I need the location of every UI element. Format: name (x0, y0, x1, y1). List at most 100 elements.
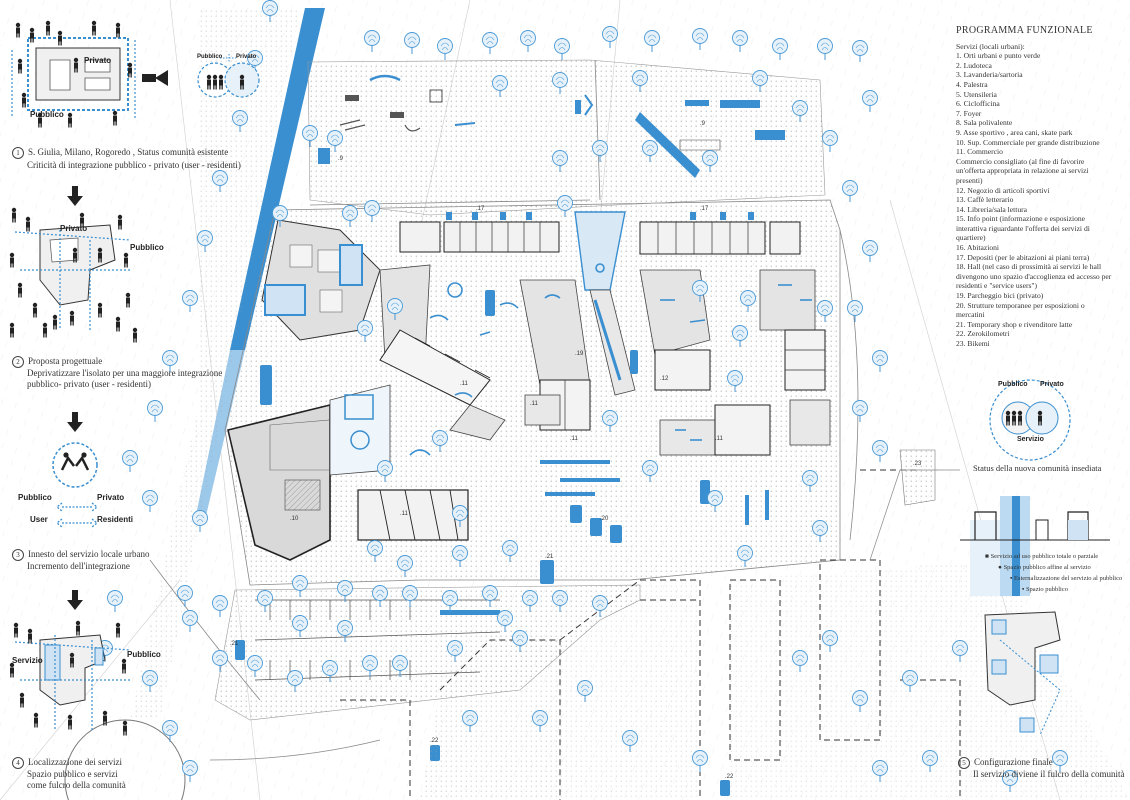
label-privato-5: Privato (1040, 381, 1064, 388)
plan-number-label: .17 (700, 206, 709, 212)
program-item: 2. Ludoteca (956, 60, 992, 70)
step-1-subtitle: Criticità di integrazione pubblico - pri… (27, 160, 241, 170)
status-section-diagram (960, 496, 1110, 596)
program-item: 3. Lavanderia/sartoria (956, 70, 1023, 80)
south-housing-row (357, 489, 469, 541)
legend-item-3: ▪ Esternalizzazione del servizio al pubb… (1010, 575, 1123, 582)
plan-number-label: .22 (430, 738, 439, 744)
label-privato-circle: Privato (236, 54, 257, 60)
bikemi-area (869, 449, 960, 561)
label-pubblico-1: Pubblico (30, 110, 64, 119)
plan-number-label: .12 (660, 376, 669, 382)
label-pubblico-2: Pubblico (130, 243, 164, 252)
program-item: 5. Utensileria (956, 89, 997, 99)
north-housing-row-east (639, 212, 801, 255)
flow-arrows (67, 186, 83, 610)
program-item: 11. Commercio (956, 147, 1003, 157)
legend-item-1-text: Servizio ad uso pubblico totale o parzia… (990, 553, 1099, 560)
program-item: 1. Orti urbani e punto verde (956, 51, 1041, 61)
step-2-title-text: Proposta progettuale (28, 356, 103, 367)
program-item: 13. Caffè letterario (956, 195, 1014, 205)
label-pubblico-5: Pubblico (998, 381, 1028, 388)
program-item: quartiere) (956, 233, 986, 243)
plan-number-label: .20 (600, 516, 609, 522)
program-item: 8. Sala polivalente (956, 118, 1013, 128)
program-item: 19. Parcheggio bici (privato) (956, 291, 1044, 301)
label-servizio-4: Servizio (12, 656, 43, 665)
legend-item-2: ● Spazio pubblico affine al servizio (998, 564, 1091, 571)
program-item: mercatini (956, 310, 985, 320)
pubblico-privato-circles (197, 54, 260, 98)
mid-buildings (379, 264, 831, 456)
step-2-number: 2 (12, 356, 24, 368)
plan-number-label: .11 (400, 511, 409, 517)
label-pubblico-3: Pubblico (18, 493, 52, 502)
program-item: 22. Zerokilometri (956, 329, 1010, 339)
program-item: 17. Depositi (per le abitazioni ai piani… (956, 252, 1090, 262)
legend-item-4: ▪ Spazio pubblico (1022, 586, 1069, 593)
step-3-number: 3 (12, 549, 24, 561)
label-pubblico-circle: Pubblico (197, 54, 223, 60)
step-1-title: 1 S. Giulia, Milano, Rogoredo , Status co… (12, 147, 228, 159)
plaza-furniture (409, 263, 812, 456)
step-5-title-text: Configurazione finale (974, 757, 1053, 768)
program-item: 10. Sup. Commerciale per grande distribu… (956, 137, 1100, 147)
plan-number-label: .17 (476, 206, 485, 212)
program-item: Servizi (locali urbani): (956, 41, 1025, 51)
servizio-venn (989, 379, 1071, 461)
plan-numbers: .9.9.17.17.19.11.11.12.11.11.10.11.20.21… (230, 121, 922, 780)
plan-number-label: .11 (460, 381, 469, 387)
step-2-subtitle-line1: Deprivatizzare l'isolato per una maggior… (27, 368, 223, 378)
step-2-subtitle-line2: pubblico- privato (user - residenti) (27, 379, 151, 389)
step-5-subtitle: Il servizio diviene il fulcro della comu… (973, 769, 1125, 779)
step-3-title-text: Innesto del servizio locale urbano (28, 549, 150, 560)
plan-number-label: .22 (725, 774, 734, 780)
step-1-number: 1 (12, 147, 24, 159)
program-list: Servizi (locali urbani):1. Orti urbani e… (956, 42, 1124, 349)
program-item: 6. Ciclofficina (956, 99, 1000, 109)
program-item: 21. Temporary shop e rivenditore latte (956, 319, 1073, 329)
diagram-4 (9, 620, 131, 736)
program-item: presenti) (956, 175, 983, 185)
diagram-3 (52, 442, 99, 528)
label-pubblico-4: Pubblico (127, 650, 161, 659)
step-5-number: 5 (958, 757, 970, 769)
legend-item-4-text: Spazio pubblico (1025, 586, 1069, 593)
central-wedge-building (574, 211, 636, 396)
step-5-title: 5 Configurazione finale (958, 757, 1053, 769)
program-item: 23. Bikemi (956, 339, 990, 348)
diagram-1 (11, 20, 168, 128)
program-item: 4. Palestra (956, 79, 988, 89)
north-housing-row-west (399, 212, 560, 253)
northwest-block (261, 219, 381, 341)
plan-number-label: .10 (290, 516, 299, 522)
plan-number-label: .9 (338, 156, 344, 162)
program-panel: PROGRAMMA FUNZIONALE Servizi (locali urb… (956, 26, 1124, 349)
program-item: residenti e "service users") (956, 281, 1038, 291)
program-item: 7. Foyer (956, 108, 982, 118)
diagram-5 (984, 611, 1061, 736)
plan-number-label: .23 (913, 461, 922, 467)
plan-number-label: .11 (570, 436, 579, 442)
step-4-title-text: Localizzazione dei servizi (28, 757, 122, 768)
plan-number-label: .21 (545, 554, 554, 560)
left-commercial-building (227, 384, 391, 561)
step-1-title-text: S. Giulia, Milano, Rogoredo , Status com… (28, 147, 229, 158)
plan-number-label: .11 (715, 436, 724, 442)
top-park-features (318, 74, 785, 178)
canal-strip (130, 8, 325, 720)
legend-item-3-text: Esternalizzazione del servizio al pubbli… (1013, 575, 1123, 582)
step-3-subtitle: Incremento dell'integrazione (27, 561, 130, 571)
program-item: 15. Info point (informazione e esposizio… (956, 214, 1086, 224)
plan-number-label: .11 (530, 401, 539, 407)
step-3-title: 3 Innesto del servizio locale urbano (12, 549, 149, 561)
plan-number-label: .19 (575, 351, 584, 357)
roads (149, 59, 859, 761)
step-4-number: 4 (12, 757, 24, 769)
step-4-subtitle-line1: Spazio pubblico e servizi (27, 769, 118, 779)
program-item: interattiva riguardante l'offerta dei se… (956, 223, 1090, 233)
status-title: Status della nuova comunità insediata (973, 463, 1102, 473)
program-item: 12. Negozio di articoli sportivi (956, 185, 1050, 195)
